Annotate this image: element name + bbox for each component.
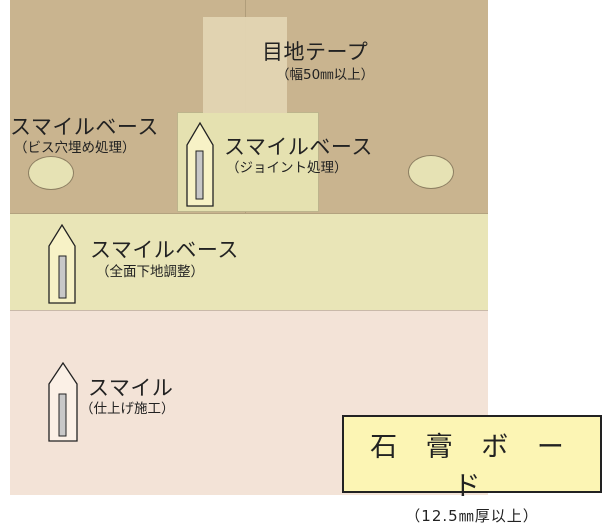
legend-note: （12.5㎜厚以上） bbox=[405, 507, 539, 525]
base-joint-label: スマイルベース bbox=[224, 135, 373, 159]
base-pit-note: （ビス穴埋め処理） bbox=[14, 140, 136, 156]
screw-hole-fill-left bbox=[28, 156, 74, 190]
tape-label: 目地テープ bbox=[262, 40, 369, 64]
tube-icon bbox=[186, 121, 214, 207]
base-full-label: スマイルベース bbox=[90, 238, 239, 262]
finish-note: （仕上げ施工） bbox=[80, 401, 175, 417]
tape-note: （幅50㎜以上） bbox=[276, 67, 375, 83]
legend-title: 石 膏 ボ ー ド bbox=[370, 432, 574, 502]
tube-icon bbox=[48, 224, 76, 304]
wall-diagram bbox=[10, 0, 488, 495]
screw-hole-fill-right bbox=[408, 155, 454, 189]
base-pit-label: スマイルベース bbox=[10, 115, 159, 139]
base-full-note: （全面下地調整） bbox=[96, 264, 204, 280]
gypsum-board-legend: 石 膏 ボ ー ド （12.5㎜厚以上） bbox=[342, 415, 602, 525]
base-joint-note: （ジョイント処理） bbox=[226, 160, 348, 176]
joint-tape-strip bbox=[203, 17, 287, 113]
finish-label: スマイル bbox=[88, 376, 174, 400]
tube-icon bbox=[48, 362, 78, 442]
